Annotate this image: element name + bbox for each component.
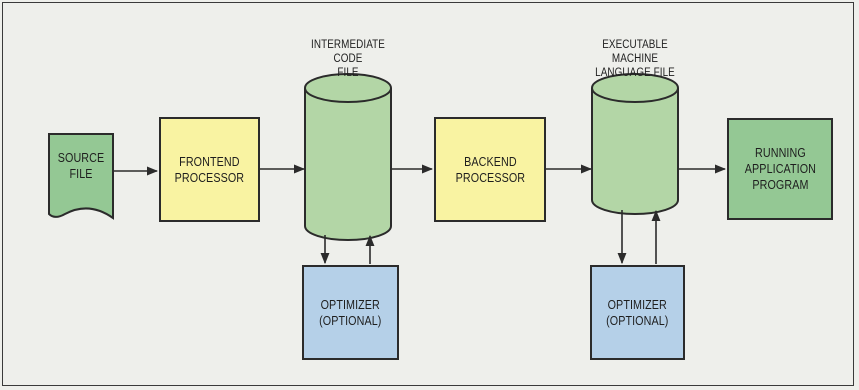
intermediate-file-caption: INTERMEDIATE CODE FILE (290, 38, 406, 80)
executable-label-line3: LANGUAGE FILE (595, 67, 675, 79)
running-label-line1: RUNNING (754, 146, 806, 160)
source-file-label-line2: FILE (69, 167, 93, 181)
frontend-processor-box: FRONTEND PROCESSOR (159, 117, 260, 222)
intermediate-label-line1: INTERMEDIATE (311, 39, 385, 51)
source-file-node: SOURCE FILE (49, 150, 113, 182)
frontend-label-line2: PROCESSOR (174, 170, 245, 185)
running-label-line3: PROGRAM (751, 178, 809, 192)
backend-label-line2: PROCESSOR (455, 170, 525, 185)
backend-label-line1: BACKEND (463, 154, 517, 169)
optimizer-1-label-line1: OPTIMIZER (320, 297, 381, 312)
frontend-label-line1: FRONTEND (179, 154, 240, 169)
executable-label-line1: EXECUTABLE (602, 39, 668, 51)
running-program-box: RUNNING APPLICATION PROGRAM (727, 118, 833, 220)
optimizer-1-label-line2: (OPTIONAL) (319, 313, 382, 328)
executable-file-caption: EXECUTABLE MACHINE LANGUAGE FILE (570, 38, 700, 80)
intermediate-file-cylinder-icon (304, 73, 392, 241)
backend-processor-box: BACKEND PROCESSOR (434, 117, 546, 222)
source-file-label-line1: SOURCE (57, 151, 105, 165)
optimizer-1-box: OPTIMIZER (OPTIONAL) (302, 265, 399, 360)
source-file-document-icon (48, 133, 114, 220)
intermediate-label-line2: CODE (333, 53, 363, 65)
executable-label-line2: MACHINE (611, 53, 659, 65)
diagram-frame (2, 2, 854, 386)
executable-file-cylinder-icon (591, 73, 679, 215)
intermediate-label-line3: FILE (337, 67, 359, 79)
running-label-line2: APPLICATION (744, 162, 816, 176)
optimizer-2-box: OPTIMIZER (OPTIONAL) (590, 265, 685, 360)
optimizer-2-label-line1: OPTIMIZER (607, 297, 668, 312)
optimizer-2-label-line2: (OPTIONAL) (606, 313, 669, 328)
